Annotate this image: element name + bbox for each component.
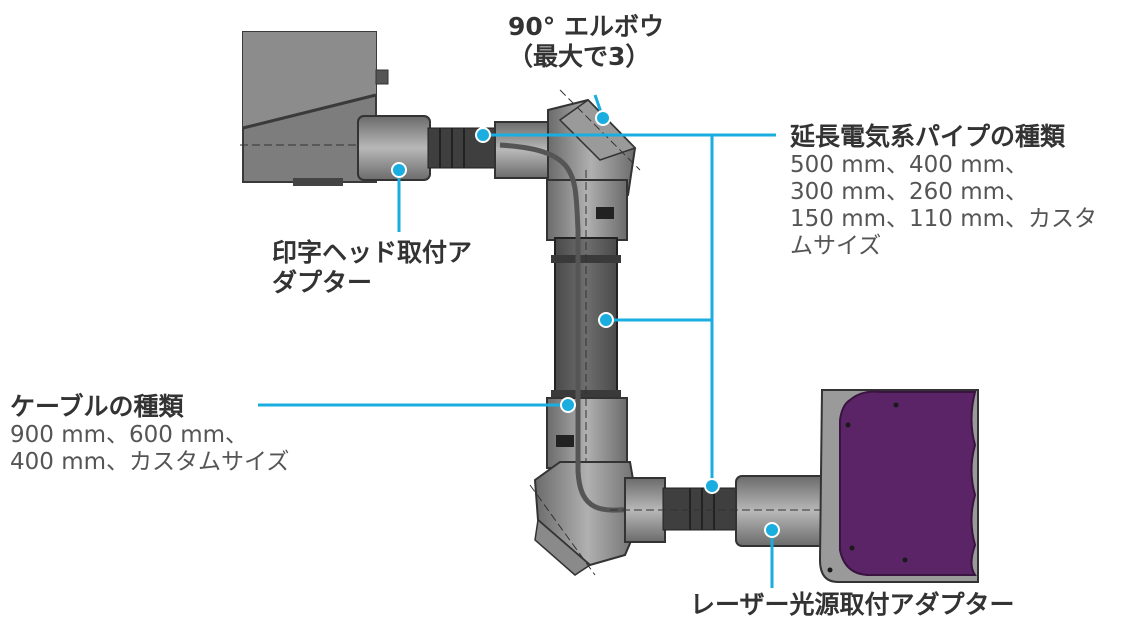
cable-title: ケーブルの種類 xyxy=(10,392,184,421)
printhead-adapter xyxy=(357,115,551,181)
cable-label: ケーブルの種類 900 mm、600 mm、 400 mm、カスタムサイズ xyxy=(10,392,289,476)
callout-lines xyxy=(258,94,776,588)
bottom-elbow xyxy=(529,461,642,576)
extension-pipe xyxy=(546,170,628,480)
laser-adapter-label: レーザー光源取付アダプター xyxy=(690,590,1015,620)
extension-title: 延長電気系パイプの種類 xyxy=(790,122,1066,151)
print-head xyxy=(240,31,560,186)
extension-detail: 500 mm、400 mm、 300 mm、260 mm、 150 mm、110… xyxy=(790,152,1098,259)
laser-adapter xyxy=(610,475,860,547)
laser-source xyxy=(818,389,979,583)
laser-adapter-title: レーザー光源取付アダプター xyxy=(690,590,1015,619)
printhead-adapter-label: 印字ヘッド取付ア ダプター xyxy=(272,238,472,298)
cable-detail: 900 mm、600 mm、 400 mm、カスタムサイズ xyxy=(10,422,290,475)
elbow-label: 90° エルボウ （最大で3） xyxy=(508,12,664,72)
callout-dots xyxy=(391,110,780,538)
printhead-adapter-title: 印字ヘッド取付ア ダプター xyxy=(272,238,473,297)
extension-label: 延長電気系パイプの種類 500 mm、400 mm、 300 mm、260 mm… xyxy=(790,122,1097,260)
elbow-title: 90° エルボウ （最大で3） xyxy=(508,12,664,71)
